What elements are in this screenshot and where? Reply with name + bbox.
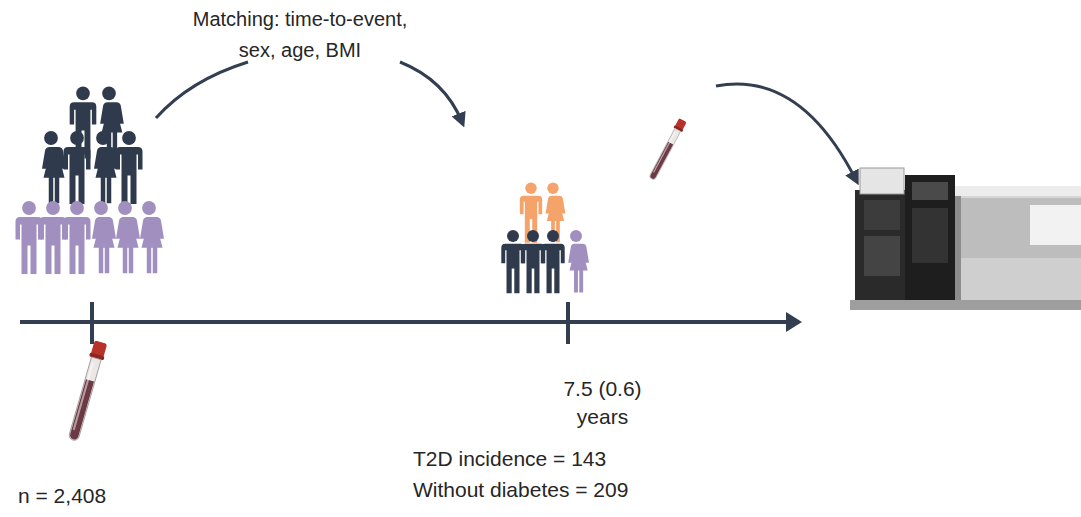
annotation-label: Matching: time-to-event, sex, age, BMI — [180, 4, 420, 66]
annotation-label: T2D incidence = 143 — [413, 445, 653, 473]
annotation-label: n = 2,408 — [18, 482, 178, 510]
annotation-label: 7.5 (0.6) years — [535, 375, 670, 432]
annotation-label: Without diabetes = 209 — [413, 476, 673, 504]
